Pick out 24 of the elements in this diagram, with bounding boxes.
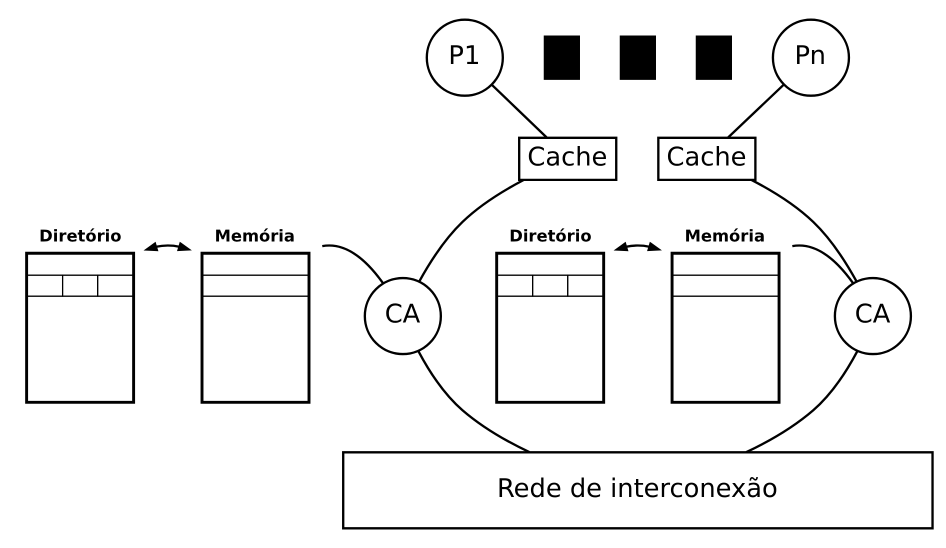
node-circle: Pn xyxy=(772,18,850,97)
node-box: Rede de interconexão xyxy=(342,451,934,530)
connector xyxy=(491,84,548,138)
node-box: Cache xyxy=(518,136,618,182)
node-label: Memória xyxy=(684,226,766,246)
arrow xyxy=(144,242,192,252)
node-label: Diretório xyxy=(39,226,122,246)
connector xyxy=(417,350,530,454)
connector xyxy=(322,244,384,284)
connector xyxy=(418,179,524,282)
connector xyxy=(792,244,854,284)
node-circle: CA xyxy=(364,276,442,356)
arrow xyxy=(614,242,662,252)
node-circle: P1 xyxy=(426,18,504,97)
connector xyxy=(727,84,784,138)
node-box xyxy=(544,35,580,80)
node-box: Cache xyxy=(657,136,757,182)
connector xyxy=(746,350,858,454)
node-label: Memória xyxy=(214,226,295,246)
node-box xyxy=(620,35,656,80)
node-box xyxy=(696,35,732,80)
connector xyxy=(750,178,858,282)
node-label: Diretório xyxy=(509,226,592,246)
node-circle: CA xyxy=(834,276,912,356)
